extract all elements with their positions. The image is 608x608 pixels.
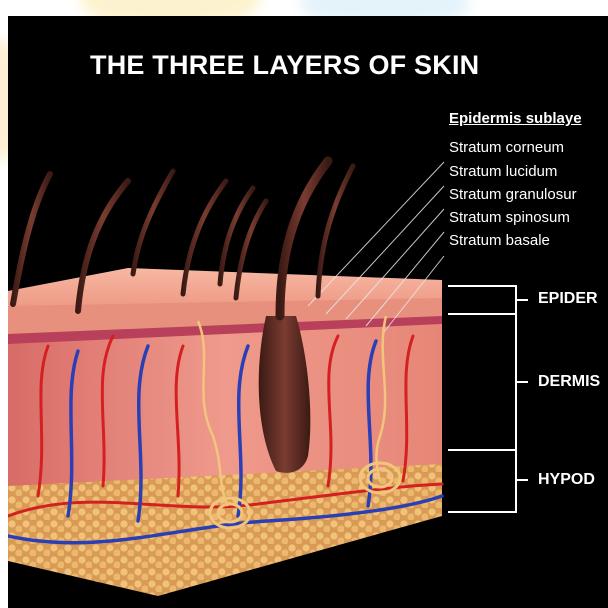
sublayer-label: Stratum lucidum — [449, 163, 557, 180]
sublayer-label: Stratum spinosum — [449, 209, 570, 226]
sublayer-label: Stratum granulosur — [449, 186, 577, 203]
layer-bracket — [448, 286, 528, 512]
layer-label-epidermis: EPIDER — [538, 290, 598, 308]
page-title: THE THREE LAYERS OF SKIN — [90, 50, 479, 81]
layer-label-dermis: DERMIS — [538, 373, 600, 391]
diagram-panel: THE THREE LAYERS OF SKIN Epidermis subla… — [8, 16, 608, 608]
layer-label-hypodermis: HYPOD — [538, 471, 595, 489]
epidermis-sublayers-heading: Epidermis sublaye — [449, 110, 582, 127]
sublayer-label: Stratum corneum — [449, 139, 564, 156]
skin-cross-section-illustration — [8, 16, 608, 608]
sublayer-label: Stratum basale — [449, 232, 550, 249]
